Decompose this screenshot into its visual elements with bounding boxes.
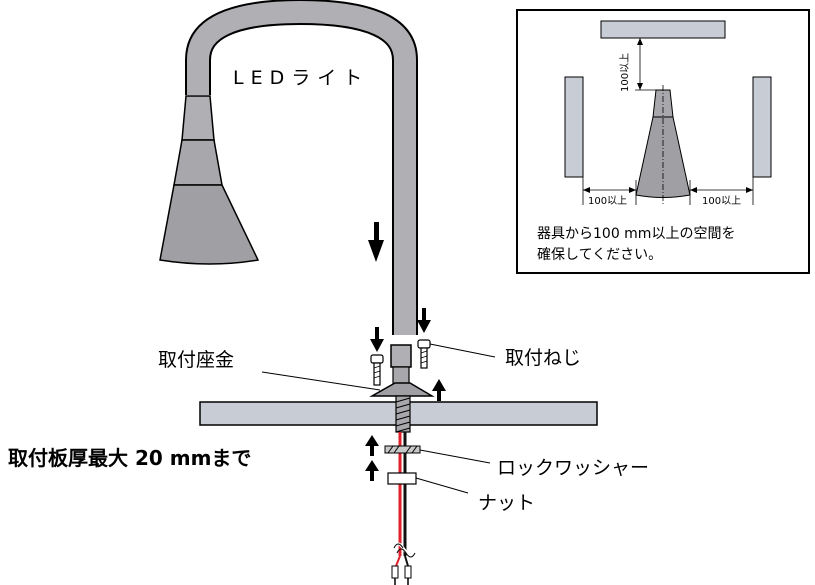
inset-note-line2: 確保してください。	[537, 247, 662, 263]
mounting-washer-label: 取付座金	[158, 349, 234, 371]
down-arrow-icon	[368, 222, 384, 262]
inset-top-clearance: 100以上	[619, 53, 631, 92]
mounting-washer	[369, 382, 435, 397]
inset-right-obstacle	[752, 76, 772, 178]
lock-washer-label: ロックワッシャー	[497, 457, 649, 479]
inset-right-clearance: 100以上	[702, 195, 741, 207]
clearance-inset: 100以上 100以上 100以上 器具から100 mm以上の空間を 確保してく…	[516, 9, 810, 274]
inset-note-line1: 器具から100 mm以上の空間を	[537, 226, 735, 242]
gooseneck-arm	[185, 0, 418, 335]
leader-line-washer	[261, 371, 381, 391]
leader-line-screw	[429, 343, 496, 358]
lock-washer	[384, 445, 421, 454]
lamp-head	[159, 95, 260, 265]
threaded-stem	[395, 395, 411, 433]
light-title: LEDライト	[233, 67, 369, 89]
inset-left-clearance: 100以上	[588, 195, 627, 207]
max-thickness-label: 取付板厚最大 20 mmまで	[8, 446, 251, 470]
screw-down-arrow-icon-left	[370, 327, 384, 352]
inset-top-obstacle	[600, 20, 726, 39]
arm-base-collar	[390, 344, 412, 386]
leader-line-lock-washer	[419, 449, 491, 464]
screw-down-arrow-icon-right	[417, 308, 431, 333]
leader-line-nut	[415, 477, 469, 494]
mounting-screw-left	[370, 354, 384, 386]
washer-up-arrow-icon	[432, 379, 446, 401]
nut-label: ナット	[478, 492, 535, 514]
wire-connectors	[391, 555, 412, 585]
mounting-screw-right	[417, 339, 431, 369]
nut	[387, 472, 417, 485]
nut-up-arrow-icon	[365, 460, 379, 481]
inset-left-obstacle	[564, 76, 584, 178]
mounting-screw-label: 取付ねじ	[505, 347, 581, 369]
lock-washer-up-arrow-icon	[365, 435, 379, 456]
